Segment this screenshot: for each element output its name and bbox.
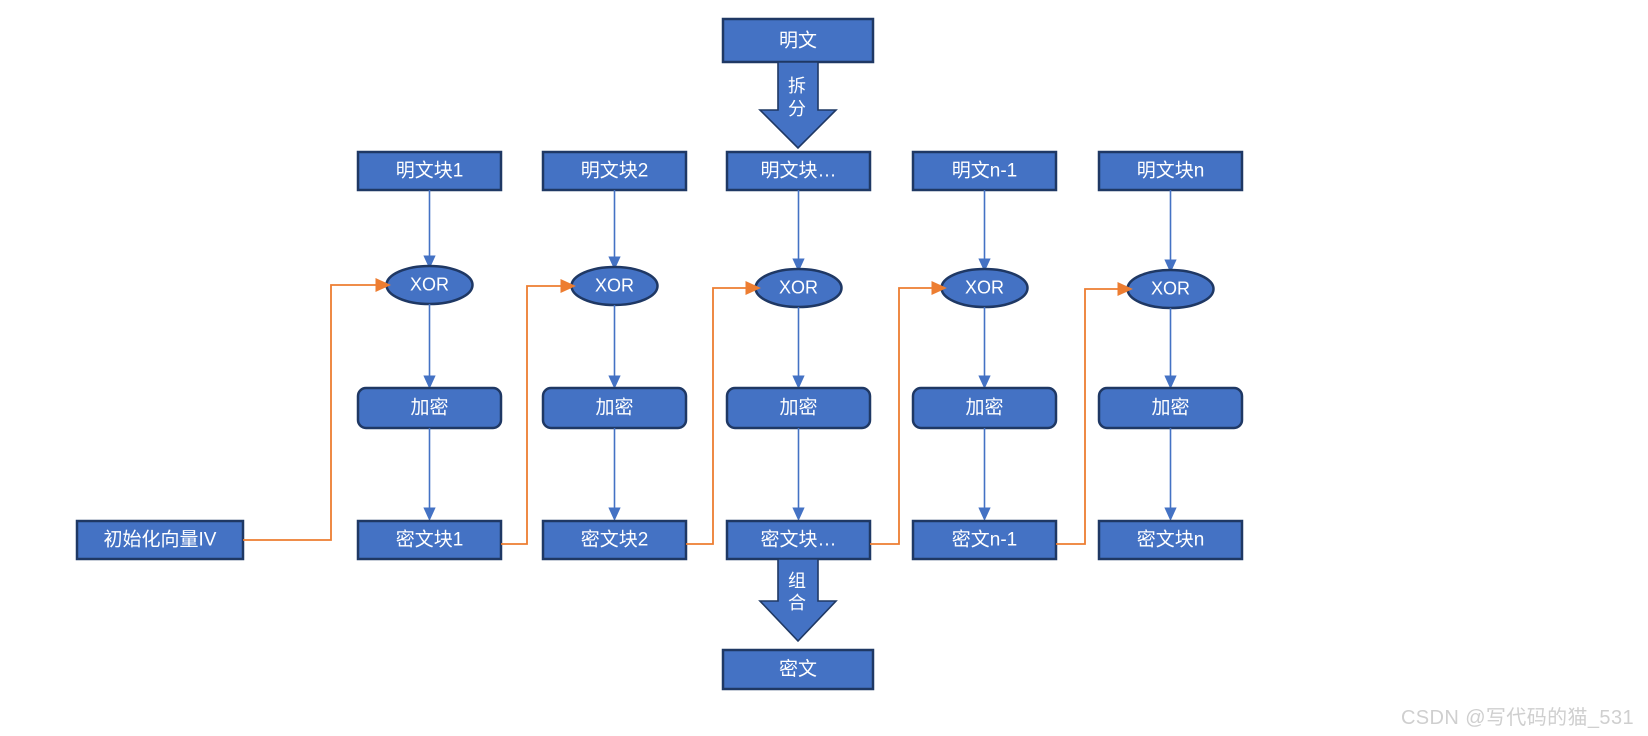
feedback-arrow-iv-to-xor-1 — [243, 277, 391, 541]
node-ciphertext-block-4[interactable]: 密文n-1 — [911, 519, 1058, 561]
feedback-arrow-ciphertext-4-to-xor-5 — [1056, 281, 1133, 545]
node-ciphertext-block-1[interactable]: 密文块1 — [356, 519, 503, 561]
node-plaintext-block-5[interactable]: 明文块n — [1097, 150, 1244, 192]
split-block-arrow: 拆 分 — [758, 61, 838, 150]
node-xor-4[interactable]: XOR — [940, 267, 1029, 309]
combine-block-arrow: 组 合 — [758, 558, 838, 643]
node-plaintext-block-3[interactable]: 明文块… — [725, 150, 872, 192]
node-encrypt-1[interactable]: 加密 — [356, 386, 503, 430]
node-plaintext-source[interactable]: 明文 — [721, 17, 875, 64]
node-plaintext-block-1[interactable]: 明文块1 — [356, 150, 503, 192]
column-2: 明文块2 XOR 加密 密文块2 — [541, 150, 688, 561]
node-plaintext-block-2[interactable]: 明文块2 — [541, 150, 688, 192]
node-xor-5[interactable]: XOR — [1126, 268, 1215, 310]
node-xor-2[interactable]: XOR — [570, 265, 659, 307]
column-4: 明文n-1 XOR 加密 密文n-1 — [911, 150, 1058, 561]
column-5: 明文块n XOR 加密 密文块n — [1097, 150, 1244, 561]
column-3: 明文块… XOR 加密 密文块… — [725, 150, 872, 561]
node-ciphertext-output[interactable]: 密文 — [721, 648, 875, 691]
node-encrypt-2[interactable]: 加密 — [541, 386, 688, 430]
node-ciphertext-block-3[interactable]: 密文块… — [725, 519, 872, 561]
node-xor-3[interactable]: XOR — [754, 267, 843, 309]
node-encrypt-3[interactable]: 加密 — [725, 386, 872, 430]
node-ciphertext-block-5[interactable]: 密文块n — [1097, 519, 1244, 561]
node-encrypt-5[interactable]: 加密 — [1097, 386, 1244, 430]
node-encrypt-4[interactable]: 加密 — [911, 386, 1058, 430]
feedback-arrow-ciphertext-2-to-xor-3 — [686, 280, 761, 545]
feedback-arrow-ciphertext-3-to-xor-4 — [870, 280, 947, 545]
node-plaintext-block-4[interactable]: 明文n-1 — [911, 150, 1058, 192]
node-ciphertext-block-2[interactable]: 密文块2 — [541, 519, 688, 561]
node-xor-1[interactable]: XOR — [385, 264, 474, 306]
node-initialization-vector[interactable]: 初始化向量IV — [75, 519, 245, 561]
feedback-arrow-ciphertext-1-to-xor-2 — [501, 278, 576, 545]
csdn-watermark: CSDN @写代码的猫_531 — [1400, 707, 1634, 729]
column-1: 明文块1 XOR 加密 密文块1 — [356, 150, 503, 561]
